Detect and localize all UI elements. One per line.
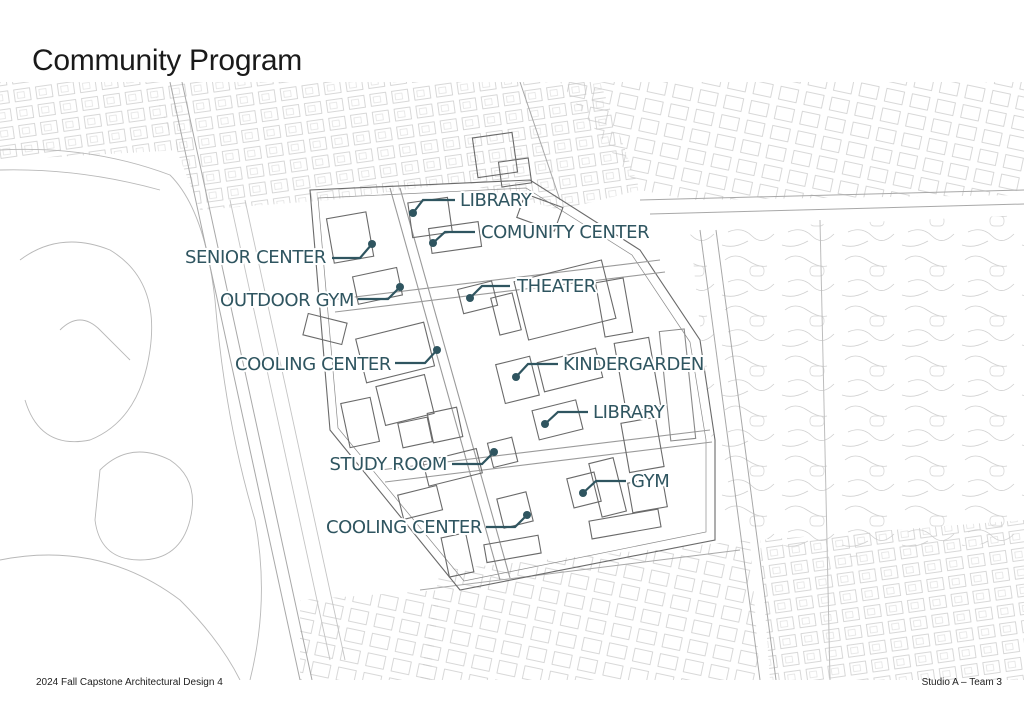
footer-team: Studio A – Team 3 (921, 677, 1002, 688)
label-cooling-center-2: COOLING CENTER (326, 517, 482, 538)
footer-course: 2024 Fall Capstone Architectural Design … (36, 677, 223, 688)
leader-senior-center (332, 243, 373, 260)
label-study-room: STUDY ROOM (329, 454, 447, 475)
leader-library-2 (544, 410, 588, 425)
leader-gym (582, 479, 626, 494)
park-area (0, 148, 346, 680)
leader-cooling-center-1 (395, 349, 438, 365)
leader-study-room (452, 451, 495, 466)
marker-study-room (490, 448, 498, 456)
label-library-2: LIBRARY (593, 402, 666, 423)
leader-theater (469, 284, 510, 299)
leader-kindergarden (515, 362, 558, 378)
label-kindergarden: KINDERGARDEN (563, 354, 704, 375)
leader-library-1 (412, 198, 455, 214)
marker-outdoor-gym (396, 283, 404, 291)
marker-library-1 (409, 209, 417, 217)
marker-cooling-center-1 (433, 346, 441, 354)
label-senior-center: SENIOR CENTER (185, 247, 326, 268)
label-library-1: LIBRARY (460, 190, 533, 211)
marker-community-center (429, 239, 437, 247)
label-cooling-center-1: COOLING CENTER (235, 354, 391, 375)
program-labels: LIBRARY COMUNITY CENTER SENIOR CENTER TH… (183, 188, 706, 540)
label-outdoor-gym: OUTDOOR GYM (220, 290, 354, 311)
marker-library-2 (541, 420, 549, 428)
road-network (169, 82, 1024, 680)
page-title: Community Program (32, 44, 302, 77)
leader-outdoor-gym (358, 286, 401, 301)
label-gym: GYM (631, 471, 669, 492)
marker-cooling-center-2 (523, 511, 531, 519)
marker-theater (466, 294, 474, 302)
leader-lines (332, 198, 626, 529)
marker-gym (579, 489, 587, 497)
label-community-center: COMUNITY CENTER (481, 222, 649, 243)
marker-senior-center (368, 240, 376, 248)
project-site (302, 131, 716, 591)
program-markers (368, 209, 587, 519)
context-fabric (0, 82, 1024, 680)
marker-kindergarden (512, 373, 520, 381)
leader-community-center (432, 230, 475, 244)
leader-cooling-center-2 (486, 514, 528, 529)
label-theater: THEATER (516, 276, 596, 297)
site-map: LIBRARY COMUNITY CENTER SENIOR CENTER TH… (0, 82, 1024, 680)
